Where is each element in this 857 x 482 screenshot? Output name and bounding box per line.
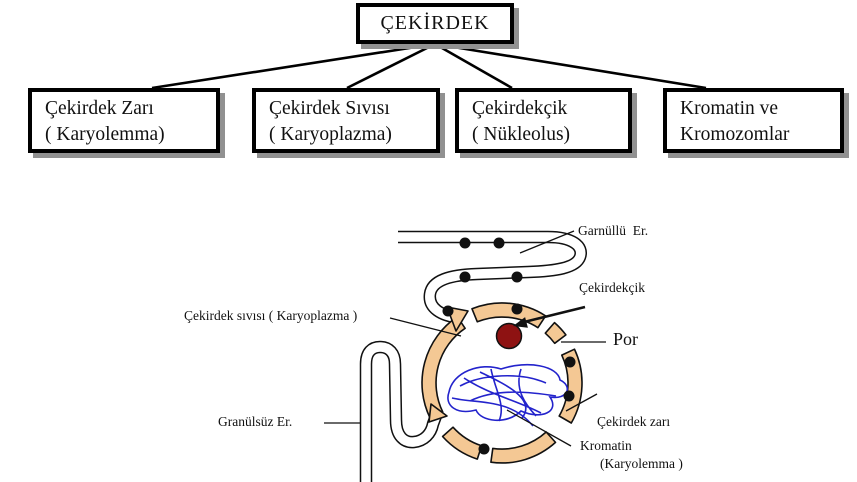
connector-line bbox=[151, 42, 436, 90]
flowchart-box-karyoplasm: Çekirdek Sıvısı ( Karyoplazma) bbox=[252, 88, 440, 153]
connector-line bbox=[434, 42, 707, 90]
flowchart-connector-lines bbox=[151, 42, 707, 90]
box-label-line1: Çekirdekçik bbox=[472, 98, 568, 119]
label-chromatin: Kromatin bbox=[580, 438, 632, 453]
rough-er-tube bbox=[398, 230, 587, 325]
envelope-segment-lower-left bbox=[441, 426, 483, 460]
label-envelope-line1: Çekirdek zarı bbox=[597, 414, 671, 429]
envelope-leader bbox=[565, 393, 598, 412]
connector-line bbox=[434, 42, 513, 90]
smooth-er-lumen bbox=[361, 342, 442, 482]
flowchart-root-box: ÇEKİRDEK bbox=[356, 3, 514, 44]
envelope-segment-right bbox=[558, 348, 583, 424]
envelope-wedge-bottom-left bbox=[428, 403, 448, 423]
label-envelope: Çekirdek zarı (Karyolemma ) bbox=[597, 387, 683, 482]
ribosome-dot bbox=[564, 356, 576, 368]
label-envelope-line2: (Karyolemma ) bbox=[600, 456, 683, 471]
box-label-line1: Kromatin ve bbox=[680, 98, 779, 119]
rough-er-leader bbox=[519, 230, 575, 254]
envelope-segment-bottom bbox=[490, 431, 557, 464]
label-pore: Por bbox=[613, 329, 639, 349]
karyoplasm-leader bbox=[389, 317, 462, 337]
ribosome-dot bbox=[442, 305, 454, 317]
nucleolus-arrow-shaft bbox=[523, 305, 586, 324]
ribosome-dot bbox=[511, 271, 523, 283]
ribosome-dot bbox=[511, 303, 523, 315]
flowchart-box-karyolemma: Çekirdek Zarı ( Karyolemma) bbox=[28, 88, 220, 153]
ribosome-dot bbox=[563, 390, 575, 402]
box-label-line2: ( Karyolemma) bbox=[45, 124, 165, 145]
ribosome-dots bbox=[442, 237, 576, 455]
box-label-line2: Kromozomlar bbox=[680, 124, 790, 145]
box-label-line1: Çekirdek Sıvısı bbox=[269, 98, 390, 119]
box-label-line2: ( Nükleolus) bbox=[472, 124, 571, 145]
ribosome-dot bbox=[459, 237, 471, 249]
chromatin-scribble bbox=[447, 363, 569, 427]
leader-lines bbox=[324, 230, 606, 447]
ribosome-dot bbox=[478, 443, 490, 455]
flowchart-box-nucleolus: Çekirdekçik ( Nükleolus) bbox=[455, 88, 632, 153]
flowchart-box-chromatin: Kromatin ve Kromozomlar bbox=[663, 88, 844, 153]
smooth-er-tube bbox=[359, 340, 443, 482]
rough-er-lumen bbox=[398, 232, 586, 323]
label-rough-er: Garnüllü Er. bbox=[578, 223, 649, 238]
box-label-line1: Çekirdek Zarı bbox=[45, 98, 154, 119]
connector-line bbox=[346, 42, 436, 90]
ribosome-dot bbox=[459, 271, 471, 283]
box-label-line2: ( Karyoplazma) bbox=[269, 124, 392, 145]
label-smooth-er: Granülsüz Er. bbox=[218, 414, 293, 429]
nucleolus-arrowhead bbox=[513, 317, 528, 328]
flowchart-root-label: ÇEKİRDEK bbox=[380, 12, 490, 34]
chromatin-leader bbox=[506, 409, 572, 447]
envelope-segment-upper-right bbox=[544, 321, 567, 345]
ribosome-dot bbox=[493, 237, 505, 249]
nucleolus-arrow bbox=[513, 305, 586, 328]
nuclear-envelope bbox=[421, 302, 583, 464]
nucleolus bbox=[495, 322, 523, 350]
label-nucleolus: Çekirdekçik bbox=[579, 280, 645, 295]
label-karyoplasm: Çekirdek sıvısı ( Karyoplazma ) bbox=[184, 308, 358, 323]
chromatin-loop bbox=[447, 363, 569, 422]
chromatin-strand bbox=[451, 368, 557, 427]
